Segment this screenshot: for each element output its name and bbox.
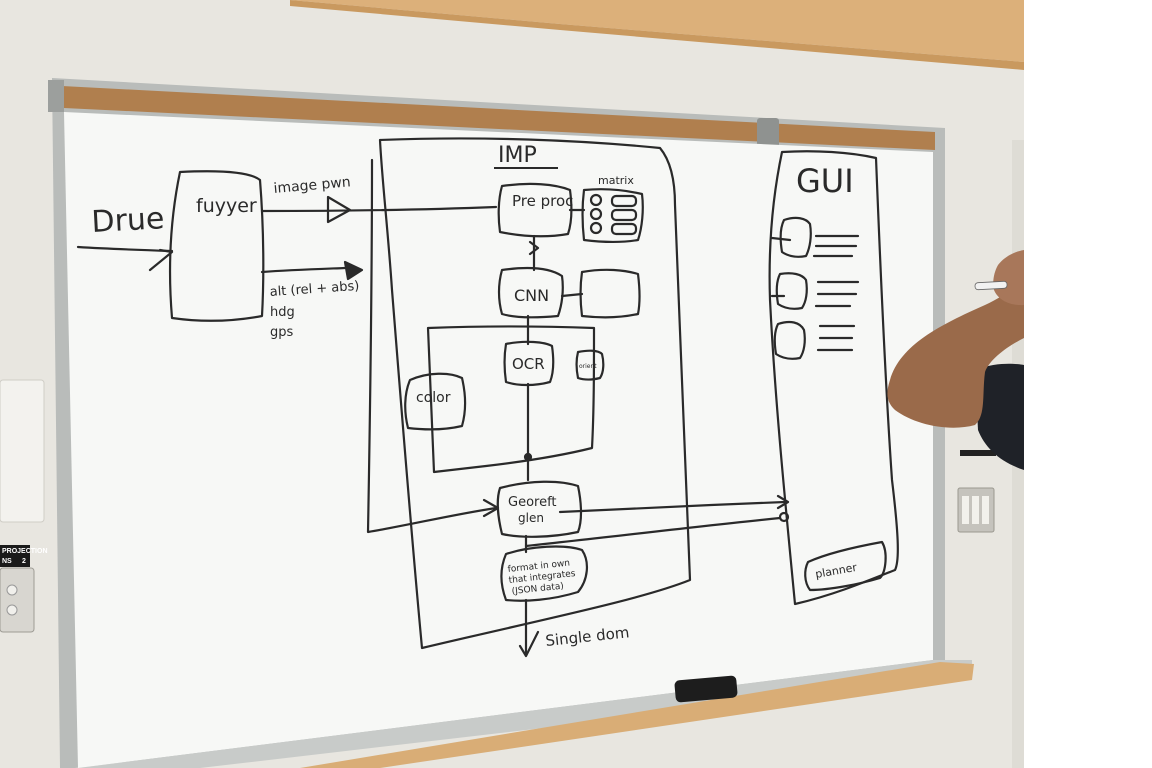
ink-drawing [76,137,899,658]
marker-tray [78,660,972,768]
whiteboard-photo: PROJECTION NS 2 [0,0,1024,768]
gui-item-lines-3 [816,324,856,352]
inner-container [426,325,596,474]
orient-label: orient [579,363,597,370]
imp-label: IMP [498,143,537,168]
georef-to-gui-line [558,500,787,514]
gui-panel [768,150,899,606]
format-box [500,545,588,602]
gui-label: GUI [796,162,854,200]
georef-label: Georeft [508,495,557,510]
image-path-line [260,205,498,213]
projection-down-button [6,604,18,616]
matrix-cell-5 [610,208,638,222]
single-dom-arrowhead [518,630,540,658]
wood-ledge [300,662,974,768]
image-path-triangle [326,195,352,224]
light-switch-3 [982,496,989,524]
cnn-label: CNN [514,286,549,305]
projection-up-button [6,584,18,596]
telemetry-label-3: gps [270,325,294,340]
eraser [674,675,738,703]
trigger-box [168,170,265,322]
gui-return-line [524,516,782,548]
drone-arrowhead [148,248,174,272]
gui-item-avatar-1 [779,216,812,258]
gui-item-lines-1 [812,234,860,258]
color-box [404,372,467,431]
matrix-label: matrix [598,174,634,187]
telemetry-label-1: alt (rel + abs) [269,279,360,300]
marker [974,280,1008,291]
ocr-box [503,340,555,387]
wall-panel [0,379,45,523]
gui-return-circle [778,511,790,523]
orient-box [575,349,605,381]
imp-box [378,137,692,650]
gui-planner-button-outline [804,540,887,592]
projection-label-plate [0,545,30,567]
light-switch-2 [972,496,979,524]
matrix-cell-2 [589,207,603,221]
trigger-label: fuyyer [196,195,257,217]
whiteboard-scene: PROJECTION NS 2 [0,0,1024,768]
telemetry-line [260,266,347,274]
georef-box [496,480,583,538]
matrix-cell-3 [589,221,603,235]
matrix-cell-1 [589,193,603,207]
gui-item-avatar-2 [775,272,808,310]
preproc-label: Pre proc [512,192,573,210]
projection-label: PROJECTION [2,548,48,555]
image-path-label: image pwn [273,174,351,197]
drone-label: Drue [91,201,166,240]
cork-strip [62,86,935,150]
telemetry-label-2: hdg [270,305,295,320]
wall-sign [960,450,996,456]
telemetry-triangle [343,260,364,281]
projection-ns-label: NS [2,558,12,565]
wood-soffit [290,0,1024,62]
wood-soffit-edge [290,0,1024,70]
cork-clip [757,118,779,150]
matrix-cell-4 [610,194,638,208]
georef-sub-label: glen [518,511,544,525]
projection-num-label: 2 [22,558,26,565]
flow-diamond [528,240,540,256]
matrix-box [581,188,644,243]
cnn-box [497,266,564,319]
person-shirt [975,363,1024,470]
gui-item-lines-2 [814,280,860,308]
projection-switch [0,567,35,633]
georef-to-gui-arrowhead [776,494,790,510]
matrix-cell-6 [610,222,638,236]
ocr-label: OCR [512,355,545,373]
cnn-output-link [560,292,584,298]
person-hand [993,250,1024,306]
imp-bypass-line [366,158,498,534]
gui-item-avatar-3 [773,320,806,360]
flow-dot [523,452,533,462]
person-arm [887,285,1024,428]
preproc-box [497,182,573,238]
whiteboard-surface [64,112,933,768]
light-switch-1 [962,496,969,524]
color-label: color [416,390,451,406]
frame-corner [48,80,64,112]
cnn-output-box [579,268,641,319]
